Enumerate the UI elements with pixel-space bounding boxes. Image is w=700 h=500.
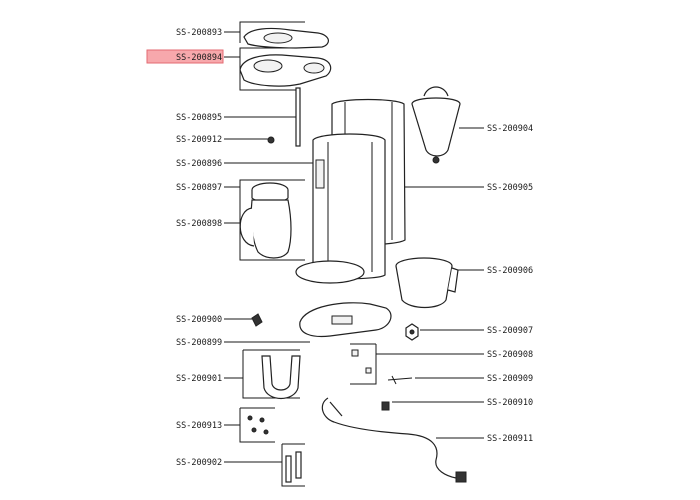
filter-holder-part[interactable]: [395, 257, 459, 309]
label-ss-200910[interactable]: SS-200910: [487, 398, 533, 408]
label-ss-200893[interactable]: SS-200893: [176, 28, 222, 38]
filter-basket-part[interactable]: [411, 86, 461, 164]
label-ss-200896[interactable]: SS-200896: [176, 159, 222, 169]
label-ss-200895[interactable]: SS-200895: [176, 113, 222, 123]
terminal-block-part[interactable]: [247, 415, 269, 435]
label-ss-200911[interactable]: SS-200911: [487, 434, 533, 444]
label-ss-200900[interactable]: SS-200900: [176, 315, 222, 325]
connectors-part[interactable]: [285, 451, 302, 483]
base-plate-part[interactable]: [299, 302, 392, 338]
label-ss-200908[interactable]: SS-200908: [487, 350, 533, 360]
switch-part[interactable]: [381, 401, 390, 411]
lid-top-part[interactable]: [243, 27, 329, 49]
thermostat-part[interactable]: [405, 323, 419, 341]
label-ss-200909[interactable]: SS-200909: [487, 374, 533, 384]
fuse-part[interactable]: [387, 375, 413, 385]
front-housing-part[interactable]: [312, 133, 386, 280]
lid-bottom-part[interactable]: [239, 54, 332, 87]
clip-part[interactable]: [251, 313, 263, 327]
carafe-part[interactable]: [239, 199, 292, 259]
label-ss-200901[interactable]: SS-200901: [176, 374, 222, 384]
base-ring-part[interactable]: [295, 260, 365, 284]
label-ss-200897[interactable]: SS-200897: [176, 183, 222, 193]
screw-part[interactable]: [267, 136, 275, 144]
carafe-lid-part[interactable]: [251, 182, 289, 204]
label-ss-200904[interactable]: SS-200904: [487, 124, 533, 134]
heating-element-part[interactable]: [261, 355, 301, 400]
label-ss-200912[interactable]: SS-200912: [176, 135, 222, 145]
label-ss-200905[interactable]: SS-200905: [487, 183, 533, 193]
switch-plate-part[interactable]: [351, 349, 372, 374]
selected-part-highlight: [146, 49, 224, 64]
label-ss-200913[interactable]: SS-200913: [176, 421, 222, 431]
label-ss-200894[interactable]: SS-200894: [176, 53, 222, 63]
label-ss-200898[interactable]: SS-200898: [176, 219, 222, 229]
label-ss-200899[interactable]: SS-200899: [176, 338, 222, 348]
label-ss-200906[interactable]: SS-200906: [487, 266, 533, 276]
label-ss-200907[interactable]: SS-200907: [487, 326, 533, 336]
power-cord-part[interactable]: [321, 397, 467, 483]
leader-lines: [224, 21, 484, 487]
tube-part[interactable]: [295, 87, 301, 147]
label-ss-200902[interactable]: SS-200902: [176, 458, 222, 468]
